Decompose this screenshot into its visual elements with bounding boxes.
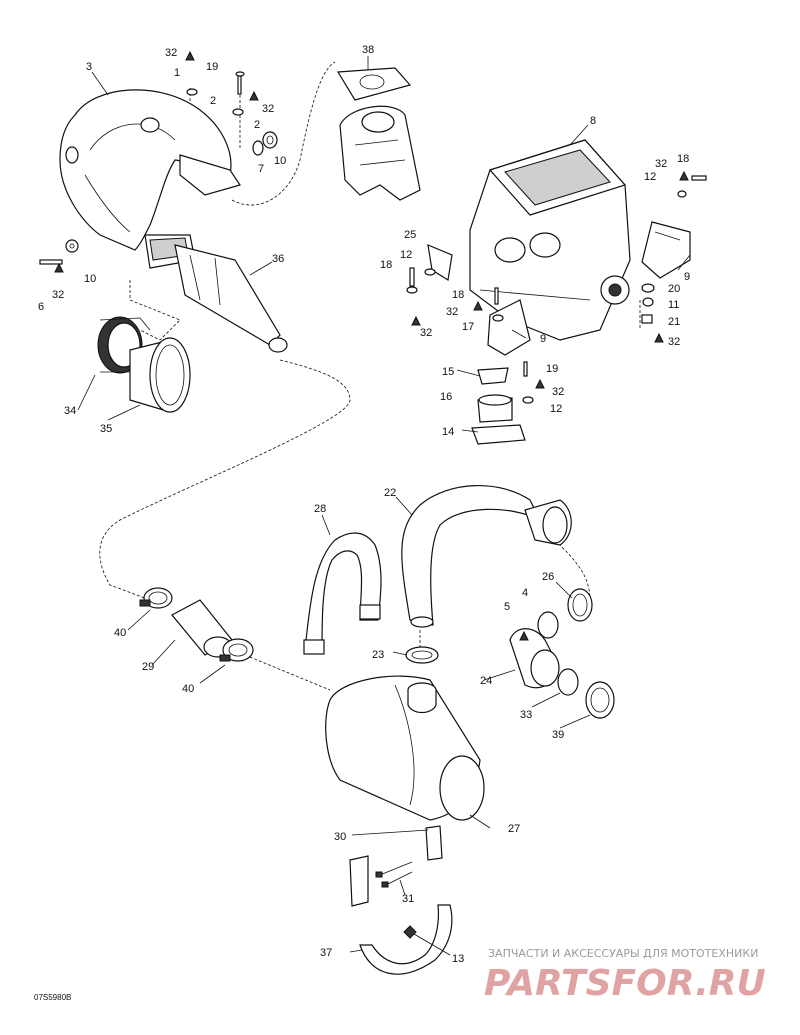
fasteners-engine-left (406, 267, 545, 404)
callout-5: 5 (504, 601, 510, 613)
callout-27: 27 (508, 823, 520, 835)
clamp-part-40-lower (219, 638, 254, 662)
callout-38: 38 (362, 44, 374, 56)
callout-12a: 12 (644, 171, 656, 183)
callout-10b: 10 (84, 273, 96, 285)
clamp-part-26 (567, 588, 593, 622)
callout-32d: 32 (668, 336, 680, 348)
callout-1: 1 (174, 67, 180, 79)
clamp-part-40-upper (139, 587, 173, 609)
bracket-part-30 (349, 825, 443, 907)
callout-35: 35 (100, 423, 112, 435)
fasteners-top-left (185, 50, 278, 156)
bolts-part-31 (375, 861, 413, 888)
callout-36: 36 (272, 253, 284, 265)
callout-32a: 32 (165, 47, 177, 59)
exhaust-manifold-part-38 (336, 67, 421, 201)
watermark-logo: PARTSFOR.RU (484, 963, 766, 1004)
callout-4: 4 (522, 587, 528, 599)
callout-12c: 12 (550, 403, 562, 415)
callout-32b: 32 (262, 103, 274, 115)
gasket-part-33 (557, 668, 579, 696)
callout-numbers: 32 1 19 2 32 2 7 10 3 38 8 32 18 12 9 20… (38, 44, 690, 965)
watermark-tagline: ЗАПЧАСТИ И АКСЕССУАРЫ ДЛЯ МОТОТЕХНИКИ (488, 947, 758, 960)
rivet-part-13 (403, 925, 417, 939)
tuned-pipe-part-3 (59, 89, 241, 269)
callout-21: 21 (668, 316, 680, 328)
clamp-part-23 (405, 646, 439, 664)
callout-31: 31 (402, 893, 414, 905)
strap-part-37 (359, 904, 453, 975)
callout-3: 3 (86, 61, 92, 73)
callout-33: 33 (520, 709, 532, 721)
callout-15: 15 (442, 366, 454, 378)
watermark: ЗАПЧАСТИ И АКСЕССУАРЫ ДЛЯ МОТОТЕХНИКИ PA… (484, 947, 766, 1004)
engine-bracket-part-9-left (487, 299, 531, 356)
callout-22: 22 (384, 487, 396, 499)
callout-13: 13 (452, 953, 464, 965)
callout-32g: 32 (552, 386, 564, 398)
callout-32e: 32 (446, 306, 458, 318)
callout-40a: 40 (114, 627, 126, 639)
callout-40b: 40 (182, 683, 194, 695)
callout-18a: 18 (677, 153, 689, 165)
callout-7: 7 (258, 163, 264, 175)
engine-mount-part-16 (477, 394, 513, 423)
callout-23: 23 (372, 649, 384, 661)
callout-18c: 18 (452, 289, 464, 301)
callout-32h: 32 (52, 289, 64, 301)
callout-37: 37 (320, 947, 332, 959)
strap-part-28 (303, 532, 382, 655)
callout-18b: 18 (380, 259, 392, 271)
callout-32f: 32 (420, 327, 432, 339)
callout-34: 34 (64, 405, 76, 417)
leader-lines (77, 56, 691, 956)
callout-19b: 19 (546, 363, 558, 375)
callout-29: 29 (142, 661, 154, 673)
engine-part-8 (469, 139, 631, 341)
plate-part-15 (477, 367, 509, 385)
callout-16: 16 (440, 391, 452, 403)
gasket-part-4 (537, 611, 559, 639)
figure-code: 07S5980B (34, 993, 71, 1002)
callout-2b: 2 (254, 119, 260, 131)
shim-part-14 (471, 424, 526, 445)
callout-2a: 2 (210, 95, 216, 107)
rubber-sleeve-part-35 (129, 337, 191, 413)
callout-39: 39 (552, 729, 564, 741)
callout-32c: 32 (655, 158, 667, 170)
callout-25: 25 (404, 229, 416, 241)
callout-20: 20 (668, 283, 680, 295)
callout-9b: 9 (540, 333, 546, 345)
nut-part-39 (585, 681, 615, 719)
fasteners-engine-right (641, 170, 707, 343)
callout-28: 28 (314, 503, 326, 515)
callout-12b: 12 (400, 249, 412, 261)
callout-17: 17 (462, 321, 474, 333)
callout-26: 26 (542, 571, 554, 583)
elbow-part-24 (509, 628, 560, 689)
callout-14: 14 (442, 426, 454, 438)
callout-30: 30 (334, 831, 346, 843)
callout-6: 6 (38, 301, 44, 313)
callout-24: 24 (480, 675, 492, 687)
callout-10a: 10 (274, 155, 286, 167)
callout-19a: 19 (206, 61, 218, 73)
fasteners-lower-left (39, 239, 79, 273)
muffler-part-27 (325, 675, 485, 821)
cone-part-36 (174, 244, 288, 353)
callout-11: 11 (668, 299, 679, 311)
callout-9a: 9 (684, 271, 690, 283)
engine-bracket-part-9-right (641, 221, 691, 279)
callout-8: 8 (590, 115, 596, 127)
exhaust-hose-part-22 (401, 485, 572, 628)
